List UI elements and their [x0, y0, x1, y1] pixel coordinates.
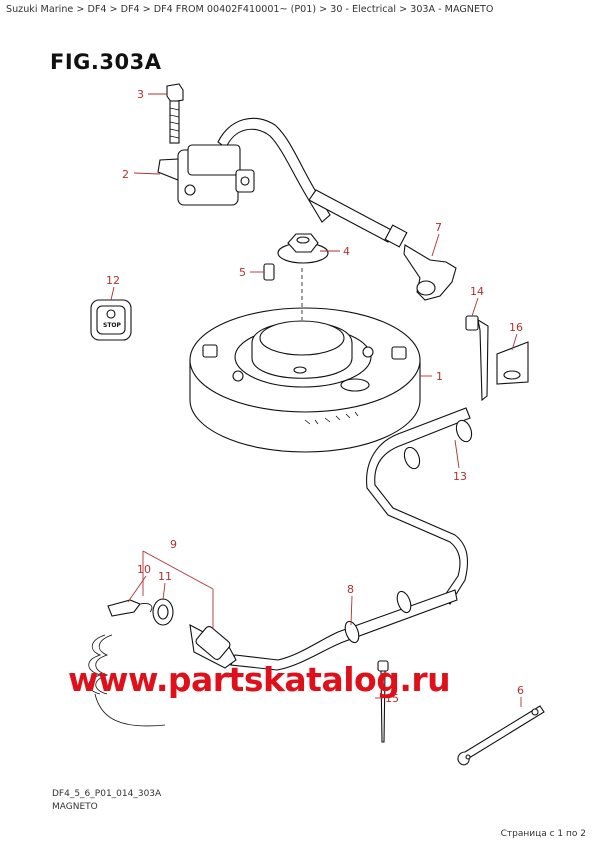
part-16-bracket[interactable]: [496, 341, 529, 385]
figure-title: FIG.303A: [50, 50, 162, 74]
callout-8[interactable]: 8: [347, 583, 354, 596]
part-2-ignition-coil[interactable]: [157, 117, 408, 248]
part-6-band[interactable]: [457, 705, 545, 766]
callout-11[interactable]: 11: [158, 570, 172, 583]
callout-9[interactable]: 9: [170, 538, 177, 551]
part-10-terminal[interactable]: [107, 599, 153, 617]
callout-6[interactable]: 6: [517, 684, 524, 697]
callout-2[interactable]: 2: [122, 168, 129, 181]
callout-15[interactable]: 15: [385, 692, 399, 705]
callout-3[interactable]: 3: [137, 88, 144, 101]
callout-12[interactable]: 12: [106, 274, 120, 287]
callout-4[interactable]: 4: [343, 245, 350, 258]
callout-5[interactable]: 5: [239, 266, 246, 279]
part-3-bolt[interactable]: [166, 83, 184, 144]
callout-13[interactable]: 13: [453, 470, 467, 483]
drawing-code: DF4_5_6_P01_014_303A: [52, 789, 162, 799]
part-7-plug-cap[interactable]: [403, 244, 457, 301]
callout-numbers: 3 2 4 5 7 1 12 14 16 13 9 10 11 8 15 6: [106, 88, 524, 705]
part-12-stop-switch[interactable]: STOP: [90, 299, 132, 341]
watermark: www.partskatalog.ru: [68, 660, 451, 699]
part-4-nut[interactable]: [277, 233, 329, 264]
part-11-grommet[interactable]: [152, 598, 174, 626]
figure-caption: MAGNETO: [52, 802, 98, 812]
part-1-flywheel-magneto[interactable]: [189, 268, 421, 453]
leader-lines: [110, 93, 522, 707]
page-counter: Страница с 1 по 2: [500, 829, 586, 839]
callout-10[interactable]: 10: [137, 563, 151, 576]
part-13-protector[interactable]: [366, 407, 475, 605]
callout-16[interactable]: 16: [509, 321, 523, 334]
part-5-key[interactable]: [263, 263, 275, 281]
callout-1[interactable]: 1: [436, 370, 443, 383]
part-8-harness[interactable]: [230, 589, 458, 671]
callout-7[interactable]: 7: [435, 221, 442, 234]
breadcrumb[interactable]: Suzuki Marine > DF4 > DF4 > DF4 FROM 004…: [6, 4, 494, 15]
stop-label: STOP: [103, 322, 122, 329]
part-14-clamp[interactable]: [465, 315, 489, 402]
callout-14[interactable]: 14: [470, 285, 484, 298]
part-9-lead-wire[interactable]: [88, 624, 237, 727]
part-15-cable-tie[interactable]: [377, 660, 389, 743]
